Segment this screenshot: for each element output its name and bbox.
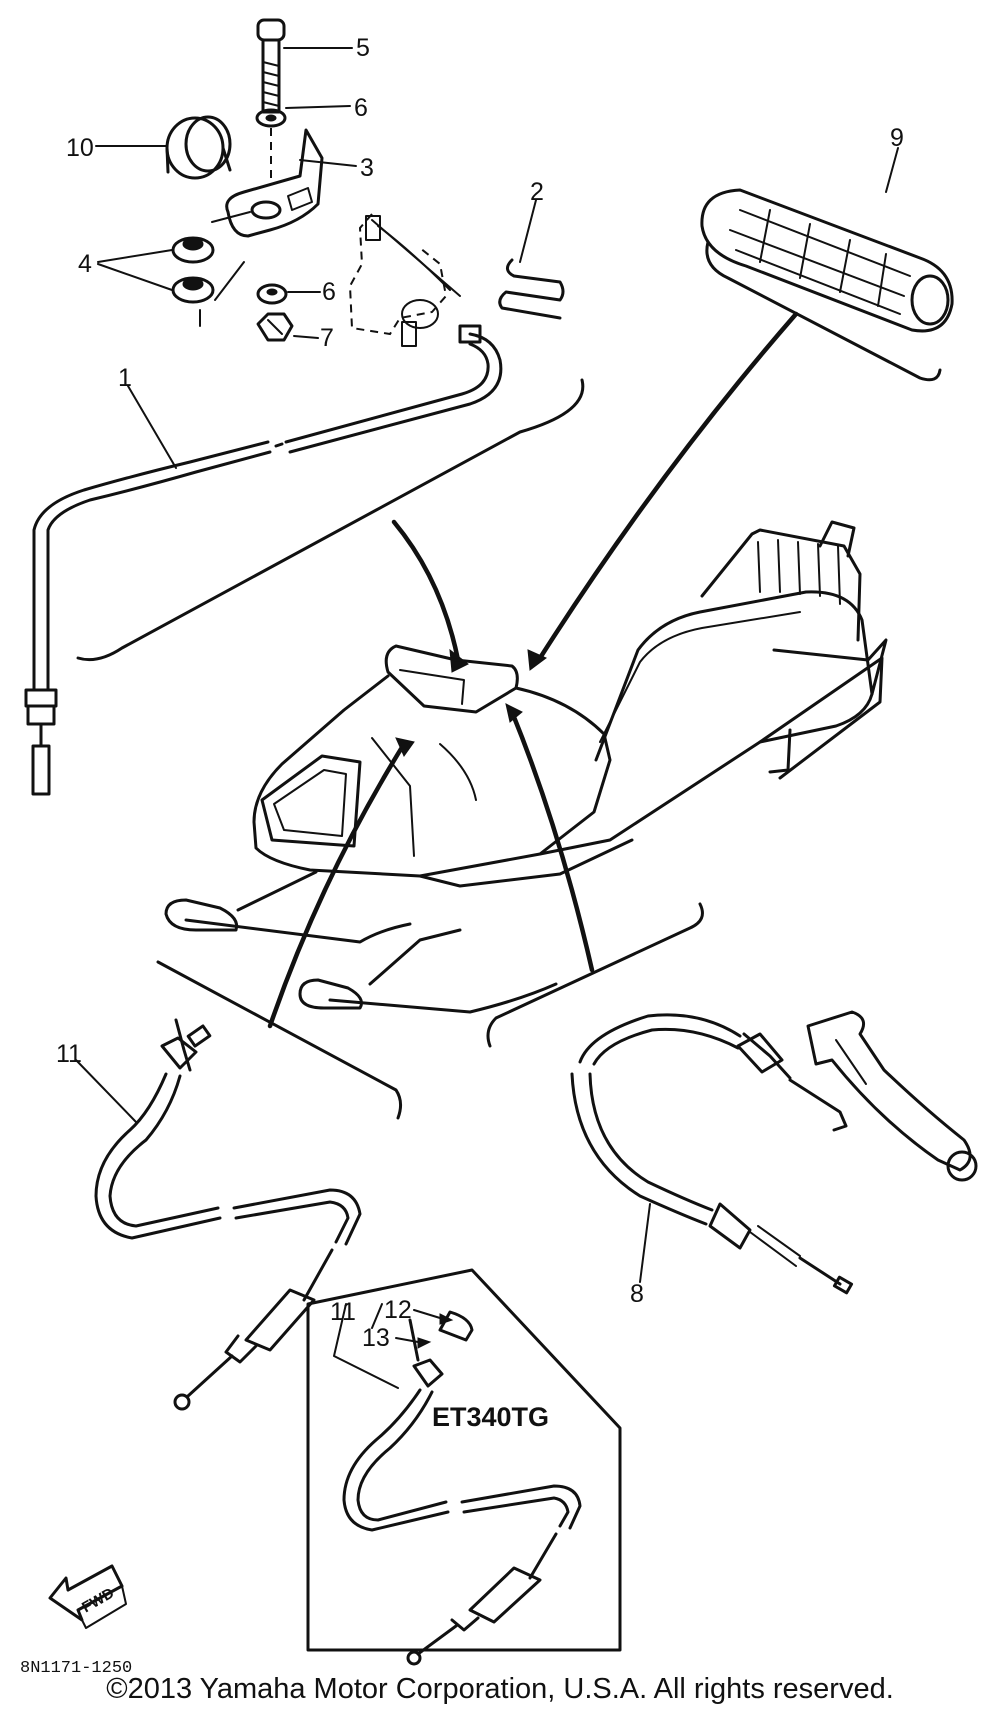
callout-3: 3 — [360, 154, 374, 182]
lower-leaders — [156, 703, 704, 1120]
callout-2: 2 — [530, 178, 544, 206]
part-5-bolt — [256, 18, 353, 114]
drawing-number: 8N1171-1250 — [20, 1659, 132, 1678]
part-9-grip — [700, 147, 954, 333]
part-3-bracket — [225, 128, 357, 238]
et340tg-inset — [306, 1268, 622, 1666]
part-1-throttle-cable — [24, 324, 503, 796]
callout-7: 7 — [320, 324, 334, 352]
callout-6-upper: 6 — [354, 94, 368, 122]
callout-4: 4 — [78, 250, 92, 278]
callout-11: 11 — [56, 1040, 82, 1068]
callout-12: 12 — [384, 1296, 412, 1324]
leader-lines — [76, 240, 942, 673]
callout-5: 5 — [356, 34, 370, 62]
throttle-housing-phantom — [348, 213, 461, 347]
part-11-cable — [75, 1018, 362, 1411]
snowmobile — [164, 520, 888, 1014]
callout-10: 10 — [66, 134, 94, 162]
part-4-grommets — [97, 211, 251, 327]
part-2-clip — [498, 199, 565, 320]
forward-arrow-icon — [48, 1564, 127, 1629]
part-6-washer-upper — [255, 105, 351, 182]
callout-11-inset: 11 — [330, 1298, 356, 1326]
callout-9: 9 — [890, 124, 904, 152]
callout-8: 8 — [630, 1280, 644, 1308]
part-8-brake-cable — [570, 1010, 978, 1295]
callout-6-lower: 6 — [322, 278, 336, 306]
model-label: ET340TG — [432, 1402, 549, 1432]
callout-1: 1 — [118, 364, 132, 392]
part-6-washer-lower — [256, 283, 321, 305]
part-7-nut — [256, 312, 319, 342]
part-10-collar — [95, 115, 232, 180]
copyright-notice: ©2013 Yamaha Motor Corporation, U.S.A. A… — [106, 1673, 894, 1705]
callout-13: 13 — [362, 1324, 390, 1352]
